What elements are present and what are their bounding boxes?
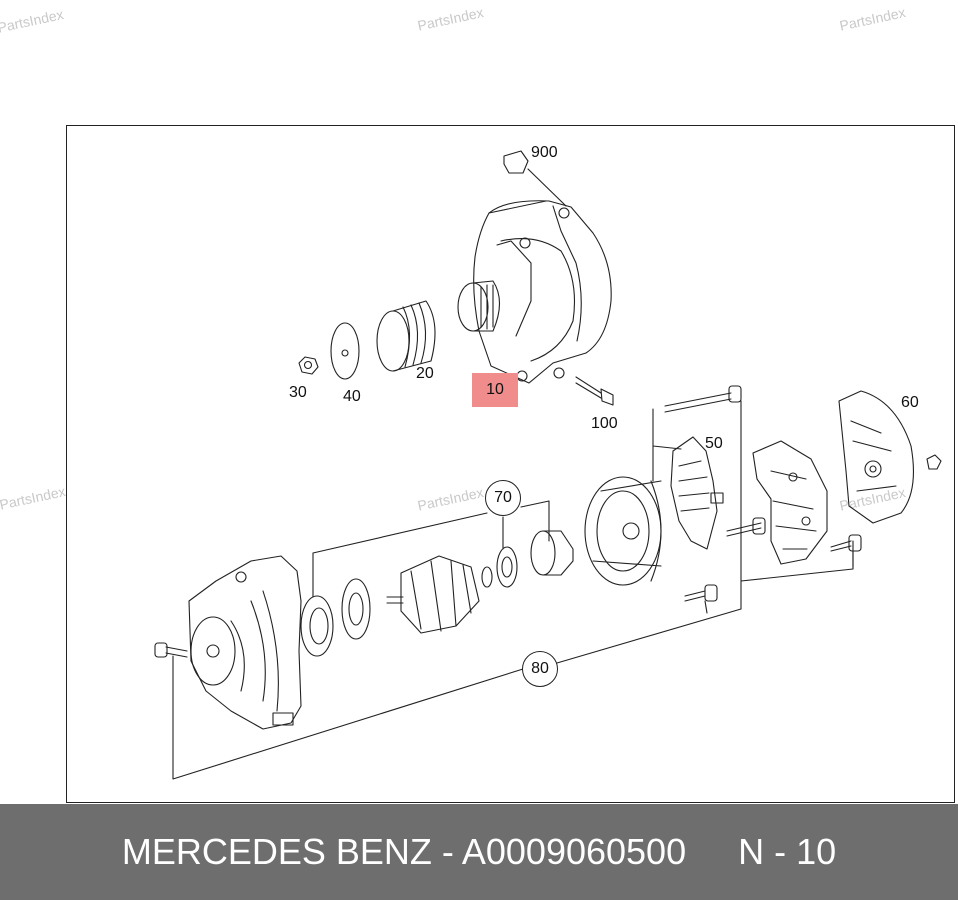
part-small-bolt[interactable] xyxy=(684,584,718,602)
part-70-bearing[interactable] xyxy=(496,530,574,588)
part-40-cap[interactable] xyxy=(330,322,360,380)
footer-bar: MERCEDES BENZ - A0009060500 N - 10 xyxy=(0,804,958,900)
part-front-bearing[interactable] xyxy=(300,595,334,657)
part-gasket[interactable] xyxy=(341,578,371,640)
watermark-text: PartsIndex xyxy=(416,4,485,34)
part-rectifier-plate[interactable] xyxy=(752,440,862,565)
part-label-100[interactable]: 100 xyxy=(591,415,618,432)
part-20-pulley[interactable] xyxy=(376,300,436,372)
part-label-10-highlighted[interactable]: 10 xyxy=(472,373,518,407)
part-label-20[interactable]: 20 xyxy=(416,365,434,382)
leader-lines-70 xyxy=(312,500,550,598)
leader-lines-80 xyxy=(172,400,854,780)
watermark-text: PartsIndex xyxy=(0,483,67,513)
footer-brand-part-number: MERCEDES BENZ - A0009060500 xyxy=(121,831,687,872)
watermark-text: PartsIndex xyxy=(838,4,907,34)
leader-lines-upper xyxy=(652,408,682,482)
part-front-housing[interactable] xyxy=(188,555,302,730)
part-60-rear-cover[interactable] xyxy=(838,390,942,524)
part-50-regulator[interactable] xyxy=(670,436,766,550)
part-100-bolt[interactable] xyxy=(575,376,614,406)
watermark-text: PartsIndex xyxy=(0,6,65,36)
part-label-30[interactable]: 30 xyxy=(289,384,307,401)
part-900-clip[interactable] xyxy=(503,150,567,207)
part-label-70[interactable]: 70 xyxy=(485,480,521,516)
parts-diagram-frame: 900 10 20 30 40 100 50 60 70 80 xyxy=(66,125,955,803)
part-label-40[interactable]: 40 xyxy=(343,388,361,405)
part-10-alternator[interactable] xyxy=(457,200,612,384)
alternator-exploded-diagram xyxy=(154,150,942,780)
part-rotor[interactable] xyxy=(386,555,493,634)
part-label-50[interactable]: 50 xyxy=(705,435,723,452)
part-label-60[interactable]: 60 xyxy=(901,394,919,411)
part-stator[interactable] xyxy=(584,476,662,586)
part-long-through-bolt[interactable] xyxy=(664,385,742,413)
part-label-900[interactable]: 900 xyxy=(531,144,558,161)
footer-position: N - 10 xyxy=(738,831,837,872)
part-front-bolt[interactable] xyxy=(154,642,188,658)
part-label-80[interactable]: 80 xyxy=(522,651,558,687)
part-30-nut[interactable] xyxy=(298,356,319,375)
